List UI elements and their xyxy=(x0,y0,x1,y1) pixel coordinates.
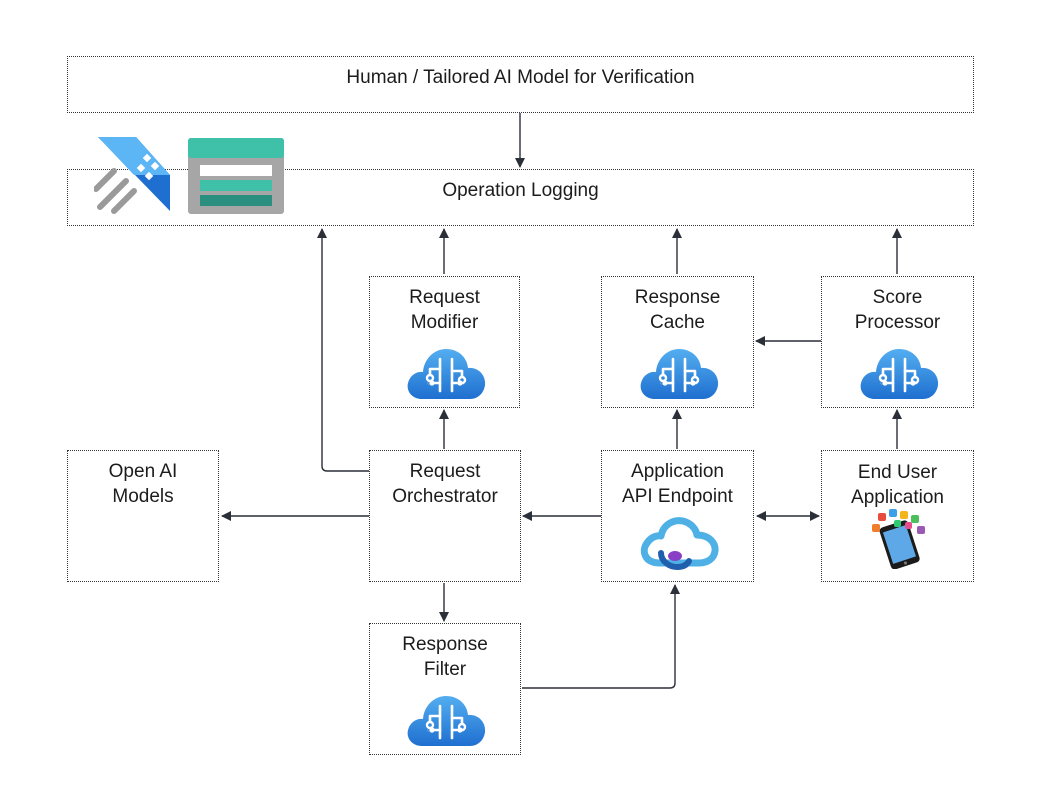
end-user-application-label: End User Application xyxy=(851,462,944,508)
api-endpoint-label: Application API Endpoint xyxy=(622,461,733,507)
storage-table-icon xyxy=(188,138,284,214)
verification-label: Human / Tailored AI Model for Verificati… xyxy=(346,67,695,88)
operation-logging-label: Operation Logging xyxy=(442,180,599,201)
response-filter-label: Response Filter xyxy=(402,634,488,680)
score-processor-box: Score Processor xyxy=(821,276,974,408)
cognitive-services-cloud-icon xyxy=(406,343,486,406)
analytics-workspace-icon xyxy=(93,135,172,215)
verification-box: Human / Tailored AI Model for Verificati… xyxy=(67,56,974,113)
smartphone-apps-icon xyxy=(870,509,928,570)
cognitive-services-cloud-icon xyxy=(406,690,486,753)
arrow-orchestrator-to-logging xyxy=(317,228,369,472)
request-modifier-box: Request Modifier xyxy=(369,276,520,408)
cognitive-services-cloud-icon xyxy=(639,343,719,406)
api-endpoint-box: Application API Endpoint xyxy=(601,450,754,582)
request-modifier-label: Request Modifier xyxy=(409,287,480,333)
arrow-filter-to-endpoint xyxy=(522,584,680,689)
response-filter-box: Response Filter xyxy=(369,623,521,755)
request-orchestrator-label: Request Orchestrator xyxy=(392,461,498,507)
open-ai-models-label: Open AI Models xyxy=(108,461,178,507)
end-user-application-box: End User Application xyxy=(821,450,974,582)
cognitive-services-cloud-icon xyxy=(859,343,939,406)
response-cache-label: Response Cache xyxy=(634,287,721,333)
score-processor-label: Score Processor xyxy=(854,287,941,333)
open-ai-models-box: Open AI Models xyxy=(67,450,219,582)
request-orchestrator-box: Request Orchestrator xyxy=(369,450,521,582)
api-management-cloud-icon xyxy=(639,513,719,573)
response-cache-box: Response Cache xyxy=(601,276,754,408)
